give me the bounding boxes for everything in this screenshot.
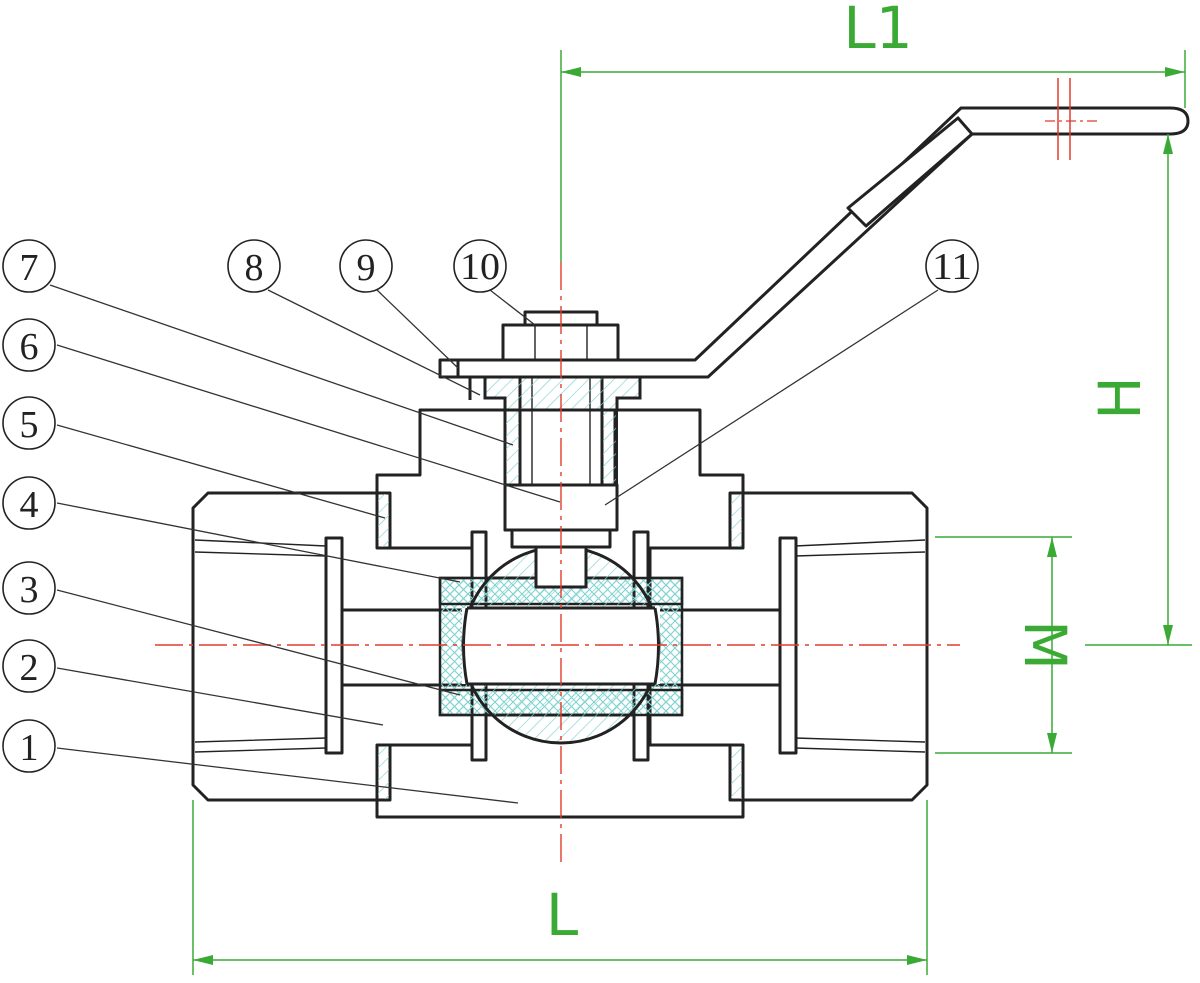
callout-5: 5	[2, 396, 56, 450]
svg-text:8: 8	[245, 247, 264, 289]
dim-label-M: M	[1011, 620, 1079, 670]
svg-text:3: 3	[20, 569, 39, 611]
stem-packing-left	[504, 409, 521, 486]
callout-3: 3	[2, 561, 56, 615]
right-threaded-port	[795, 540, 927, 752]
callout-9: 9	[339, 239, 393, 293]
callout-2: 2	[2, 639, 56, 693]
svg-text:11: 11	[932, 246, 972, 288]
callout-1: 1	[2, 719, 56, 773]
left-upper-gasket	[376, 492, 391, 549]
stem-assembly	[483, 310, 642, 549]
svg-text:5: 5	[20, 404, 39, 446]
dim-label-L: L	[546, 881, 578, 949]
stem-packing-right	[601, 409, 618, 486]
left-threaded-port	[193, 540, 326, 752]
svg-text:4: 4	[20, 484, 39, 526]
callout-8: 8	[227, 239, 281, 293]
svg-text:1: 1	[20, 727, 39, 769]
svg-text:7: 7	[20, 247, 39, 289]
dimensions: L L1 H M	[192, 0, 1192, 975]
callouts: 1 2 3 4 5 6 7 8	[2, 239, 979, 804]
svg-text:2: 2	[20, 647, 39, 689]
callout-10: 10	[453, 239, 507, 293]
dim-label-H: H	[1086, 376, 1154, 420]
callout-6: 6	[2, 318, 56, 372]
callout-7: 7	[2, 239, 56, 293]
center-lines	[155, 262, 960, 865]
right-upper-gasket	[729, 492, 744, 549]
callout-11: 11	[925, 239, 979, 293]
svg-text:6: 6	[20, 326, 39, 368]
handle-lever	[438, 78, 1190, 400]
svg-text:9: 9	[357, 247, 376, 289]
svg-text:10: 10	[460, 246, 500, 288]
dim-label-L1: L1	[843, 0, 912, 62]
handle-grip-break	[846, 116, 974, 228]
left-lower-gasket	[376, 744, 391, 801]
callout-4: 4	[2, 476, 56, 530]
gland	[483, 373, 642, 412]
right-lower-gasket	[729, 744, 744, 801]
